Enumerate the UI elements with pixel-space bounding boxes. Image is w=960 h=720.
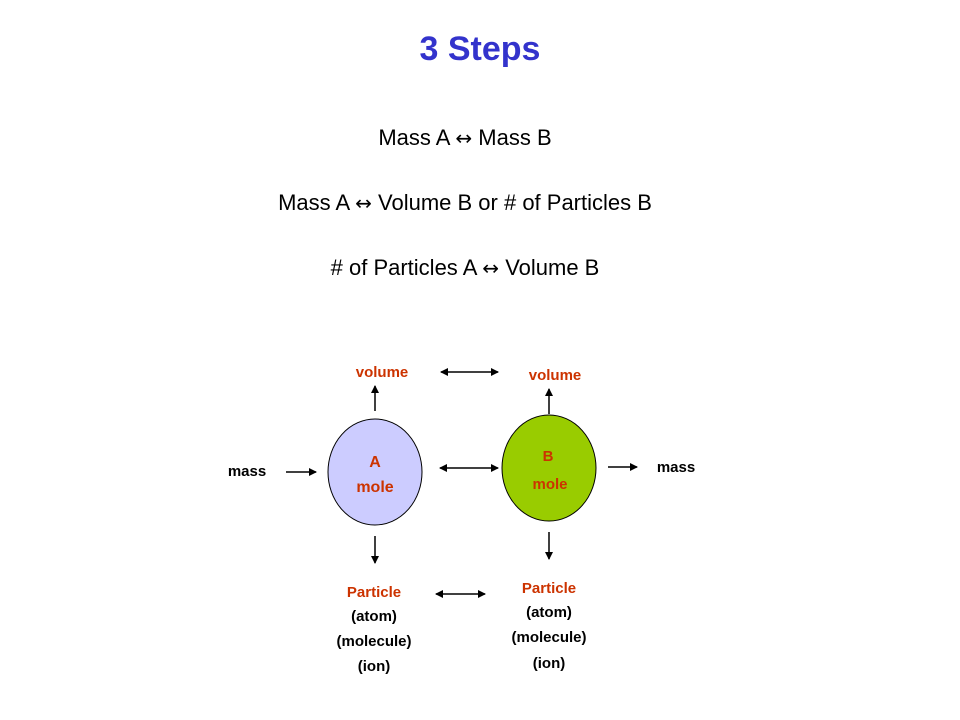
conversion-left: # of Particles A xyxy=(330,255,477,280)
particle-b-head: Particle xyxy=(522,580,576,597)
double-arrow-icon: ↔ xyxy=(355,191,372,215)
double-arrow-icon: ↔ xyxy=(482,256,500,280)
conversion-line-3: # of Particles A ↔ Volume B xyxy=(0,255,930,281)
conversion-left: Mass A xyxy=(378,125,450,150)
particle-a-ion: (ion) xyxy=(358,658,390,675)
particle-b-atom: (atom) xyxy=(526,604,572,621)
mole-a-word: mole xyxy=(356,479,393,496)
page-title: 3 Steps xyxy=(419,30,541,68)
conversion-right: Mass B xyxy=(478,125,552,150)
conversion-line-2: Mass A ↔ Volume B or # of Particles B xyxy=(0,190,930,216)
volume-a-label: volume xyxy=(356,364,409,381)
conversion-line-1: Mass A ↔ Mass B xyxy=(0,125,930,151)
mole-b-word: mole xyxy=(532,476,567,493)
mole-a-circle xyxy=(327,418,423,526)
mole-b-circle xyxy=(501,414,597,522)
particle-b-ion: (ion) xyxy=(533,655,565,672)
conversion-right: Volume B xyxy=(505,255,600,280)
conversion-left: Mass A xyxy=(278,190,349,215)
mole-a-letter: A xyxy=(369,454,381,471)
mass-a-label: mass xyxy=(228,463,266,480)
conversion-right: Volume B or # of Particles B xyxy=(378,190,652,215)
particle-a-head: Particle xyxy=(347,584,401,601)
particle-b-molecule: (molecule) xyxy=(511,629,586,646)
mass-b-label: mass xyxy=(657,459,695,476)
particle-a-molecule: (molecule) xyxy=(336,633,411,650)
double-arrow-icon: ↔ xyxy=(455,126,473,150)
particle-a-atom: (atom) xyxy=(351,608,397,625)
volume-b-label: volume xyxy=(529,367,582,384)
mole-b-letter: B xyxy=(543,448,554,465)
